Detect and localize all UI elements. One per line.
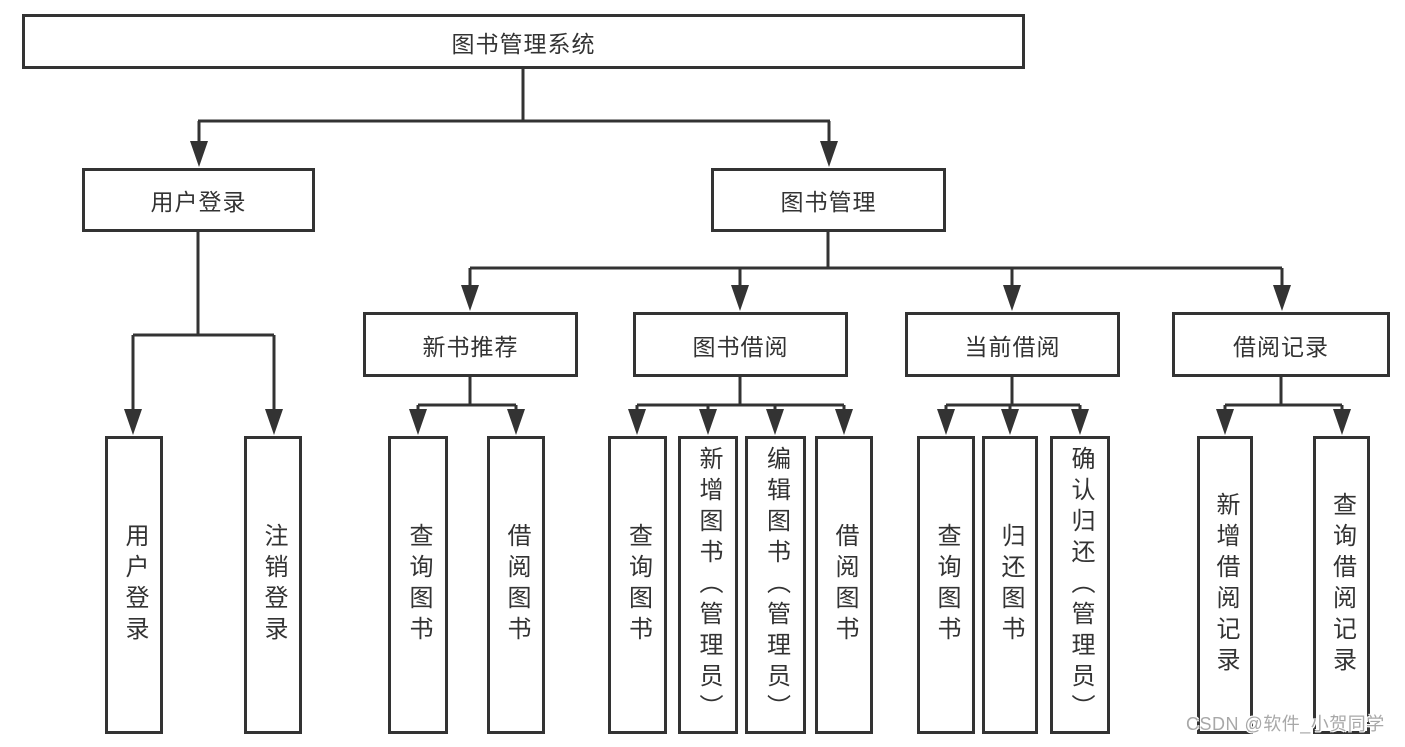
node-new-book-recommend: 新书推荐: [363, 312, 578, 377]
leaf-return-book: 归还图书: [982, 436, 1038, 734]
arrowhead-icons: [124, 141, 1351, 435]
node-book-management: 图书管理: [711, 168, 946, 232]
leaf-add-book-admin-label: 新增图书（管理员）: [695, 445, 722, 725]
leaf-add-book-admin: 新增图书（管理员）: [678, 436, 738, 734]
leaf-user-login-label: 用户登录: [121, 523, 148, 647]
node-user-login: 用户登录: [82, 168, 315, 232]
node-current-borrow-label: 当前借阅: [964, 333, 1061, 360]
leaf-query-borrow-record: 查询借阅记录: [1313, 436, 1370, 734]
node-current-borrow: 当前借阅: [905, 312, 1120, 377]
leaf-query-borrow-record-label: 查询借阅记录: [1328, 492, 1356, 678]
node-root: 图书管理系统: [22, 14, 1025, 69]
node-user-login-label: 用户登录: [150, 189, 247, 215]
leaf-query-book-2: 查询图书: [608, 436, 667, 734]
leaf-borrow-book-1-label: 借阅图书: [503, 523, 530, 647]
leaf-borrow-book-2-label: 借阅图书: [831, 523, 858, 647]
leaf-add-borrow-record: 新增借阅记录: [1197, 436, 1253, 734]
leaf-borrow-book-1: 借阅图书: [487, 436, 545, 734]
node-borrow-record-label: 借阅记录: [1233, 333, 1329, 360]
node-new-book-recommend-label: 新书推荐: [422, 333, 519, 360]
leaf-edit-book-admin: 编辑图书（管理员）: [745, 436, 806, 734]
node-book-borrow-label: 图书借阅: [692, 333, 789, 360]
leaf-return-book-label: 归还图书: [997, 523, 1024, 647]
node-book-management-label: 图书管理: [780, 189, 877, 215]
leaf-confirm-return-admin: 确认归还（管理员）: [1050, 436, 1110, 734]
leaf-add-borrow-record-label: 新增借阅记录: [1212, 492, 1239, 678]
leaf-logout-label: 注销登录: [260, 523, 287, 647]
node-root-label: 图书管理系统: [451, 30, 596, 57]
leaf-query-book-1: 查询图书: [388, 436, 448, 734]
leaf-borrow-book-2: 借阅图书: [815, 436, 873, 734]
node-book-borrow: 图书借阅: [633, 312, 848, 377]
leaf-query-book-1-label: 查询图书: [405, 523, 432, 647]
leaf-query-book-2-label: 查询图书: [624, 523, 652, 647]
leaf-query-book-3-label: 查询图书: [933, 523, 960, 647]
leaf-confirm-return-admin-label: 确认归还（管理员）: [1067, 445, 1094, 725]
watermark: CSDN @软件_小贺同学: [1186, 714, 1385, 734]
leaf-logout: 注销登录: [244, 436, 302, 734]
leaf-query-book-3: 查询图书: [917, 436, 975, 734]
node-borrow-record: 借阅记录: [1172, 312, 1390, 377]
leaf-user-login: 用户登录: [105, 436, 163, 734]
leaf-edit-book-admin-label: 编辑图书（管理员）: [762, 445, 790, 725]
